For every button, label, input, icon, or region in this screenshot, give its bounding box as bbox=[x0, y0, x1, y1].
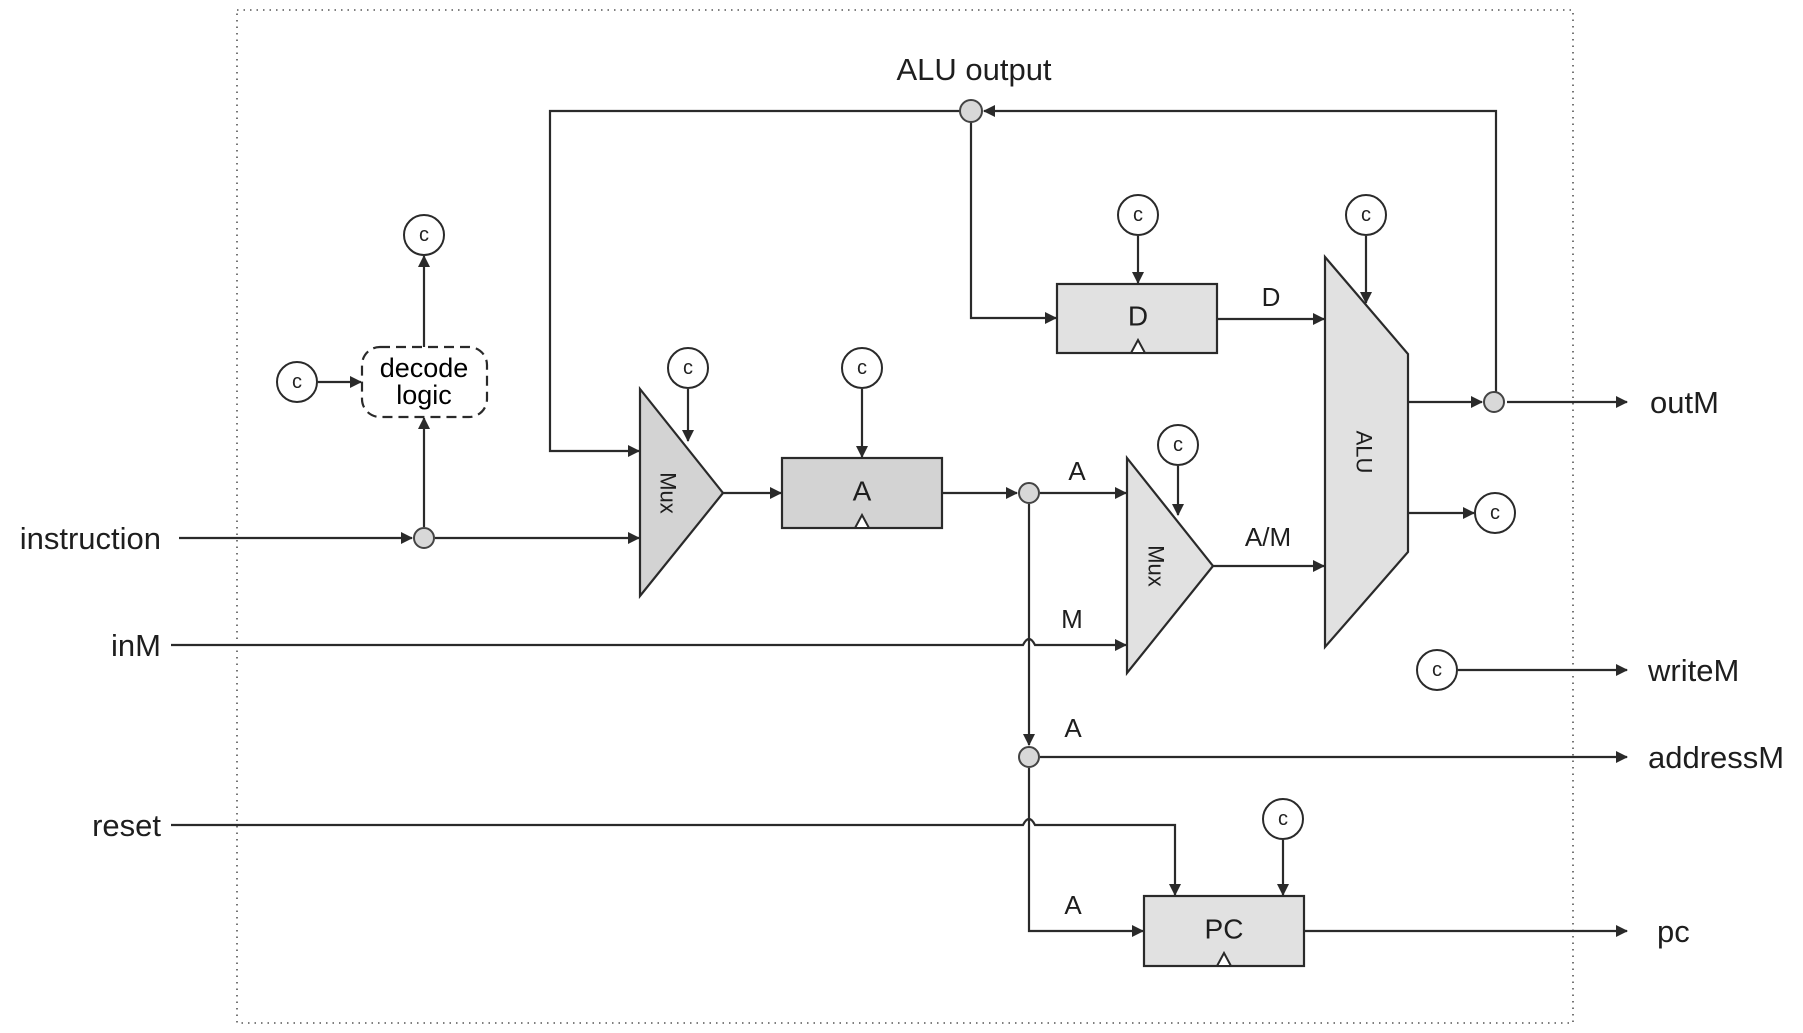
decode-logic-label-line2: logic bbox=[396, 380, 452, 410]
control-bit-mux2: c bbox=[1157, 424, 1199, 466]
output-label-addressM: addressM bbox=[1648, 740, 1784, 775]
output-label-pc: pc bbox=[1657, 914, 1690, 949]
a-output-junction bbox=[1018, 482, 1040, 504]
control-bit-icon bbox=[1262, 798, 1304, 840]
pc-clock-triangle-icon bbox=[1215, 950, 1233, 967]
control-bit-icon bbox=[403, 214, 445, 256]
output-label-outM: outM bbox=[1650, 385, 1719, 420]
control-bit-label: c bbox=[419, 224, 429, 246]
input-label-reset: reset bbox=[92, 808, 161, 843]
control-bit-icon bbox=[1157, 424, 1199, 466]
control-bit-icon bbox=[1345, 194, 1387, 236]
control-bit-label: c bbox=[1278, 808, 1288, 830]
pc-register-label: PC bbox=[1205, 914, 1244, 945]
control-bit-icon bbox=[667, 347, 709, 389]
mux2-block bbox=[1125, 454, 1215, 677]
control-bit-label: c bbox=[1173, 434, 1183, 456]
control-bit-pc: c bbox=[1262, 798, 1304, 840]
d-clock-triangle-icon bbox=[1129, 337, 1147, 354]
reset-wire bbox=[171, 817, 1181, 896]
outM-junction bbox=[1483, 391, 1505, 413]
alu-output-junction bbox=[959, 99, 983, 123]
control-bit-label: c bbox=[292, 371, 302, 393]
alu-block bbox=[1323, 254, 1410, 650]
input-label-instruction: instruction bbox=[20, 521, 161, 556]
output-label-writeM: writeM bbox=[1647, 653, 1739, 688]
control-bit-icon bbox=[276, 361, 318, 403]
control-bit-decode-in: c bbox=[276, 361, 318, 403]
wire-label-a-pc: A bbox=[1064, 890, 1082, 920]
control-bit-icon bbox=[1474, 492, 1516, 534]
mux1-block bbox=[638, 385, 725, 600]
control-bit-d-register: c bbox=[1117, 194, 1159, 236]
decode-logic-label-line1: decode bbox=[380, 353, 469, 383]
input-label-inM: inM bbox=[111, 628, 161, 663]
wire-label-am: A/M bbox=[1245, 522, 1291, 552]
control-bit-label: c bbox=[1361, 204, 1371, 226]
alu-output-title: ALU output bbox=[896, 52, 1051, 87]
control-bit-alu-flags: c bbox=[1474, 492, 1516, 534]
mux2-label: Mux bbox=[1144, 545, 1169, 587]
a-register-label: A bbox=[853, 476, 872, 507]
control-bit-icon bbox=[1117, 194, 1159, 236]
instruction-junction bbox=[413, 527, 435, 549]
control-bit-icon bbox=[1416, 649, 1458, 691]
control-bit-label: c bbox=[1432, 659, 1442, 681]
inM-wire bbox=[171, 637, 1127, 651]
control-bit-decode-out: c bbox=[403, 214, 445, 256]
d-register-label: D bbox=[1128, 301, 1148, 332]
a-to-pc-wire bbox=[1027, 768, 1144, 937]
wire-label-a-to-mux: A bbox=[1068, 456, 1086, 486]
decode-logic-block bbox=[360, 345, 489, 419]
control-bit-mux1: c bbox=[667, 347, 709, 389]
alu-label: ALU bbox=[1352, 431, 1377, 474]
control-bit-a-register: c bbox=[841, 347, 883, 389]
control-bit-label: c bbox=[683, 357, 693, 379]
control-bit-label: c bbox=[1490, 502, 1500, 524]
mux1-label: Mux bbox=[656, 472, 681, 514]
control-bit-alu: c bbox=[1345, 194, 1387, 236]
feedback-to-mux-wire bbox=[548, 109, 960, 457]
control-bit-label: c bbox=[857, 357, 867, 379]
wire-label-d: D bbox=[1262, 282, 1281, 312]
cpu-boundary bbox=[236, 9, 1574, 1024]
control-bit-icon bbox=[841, 347, 883, 389]
alu-feedback-wire bbox=[983, 105, 1498, 402]
wire-label-a-address: A bbox=[1064, 713, 1082, 743]
control-bit-label: c bbox=[1133, 204, 1143, 226]
wire-label-m: M bbox=[1061, 604, 1083, 634]
control-bit-writeM: c bbox=[1416, 649, 1458, 691]
a-clock-triangle-icon bbox=[853, 512, 871, 529]
feedback-to-d-wire bbox=[969, 122, 1057, 324]
address-junction bbox=[1018, 746, 1040, 768]
